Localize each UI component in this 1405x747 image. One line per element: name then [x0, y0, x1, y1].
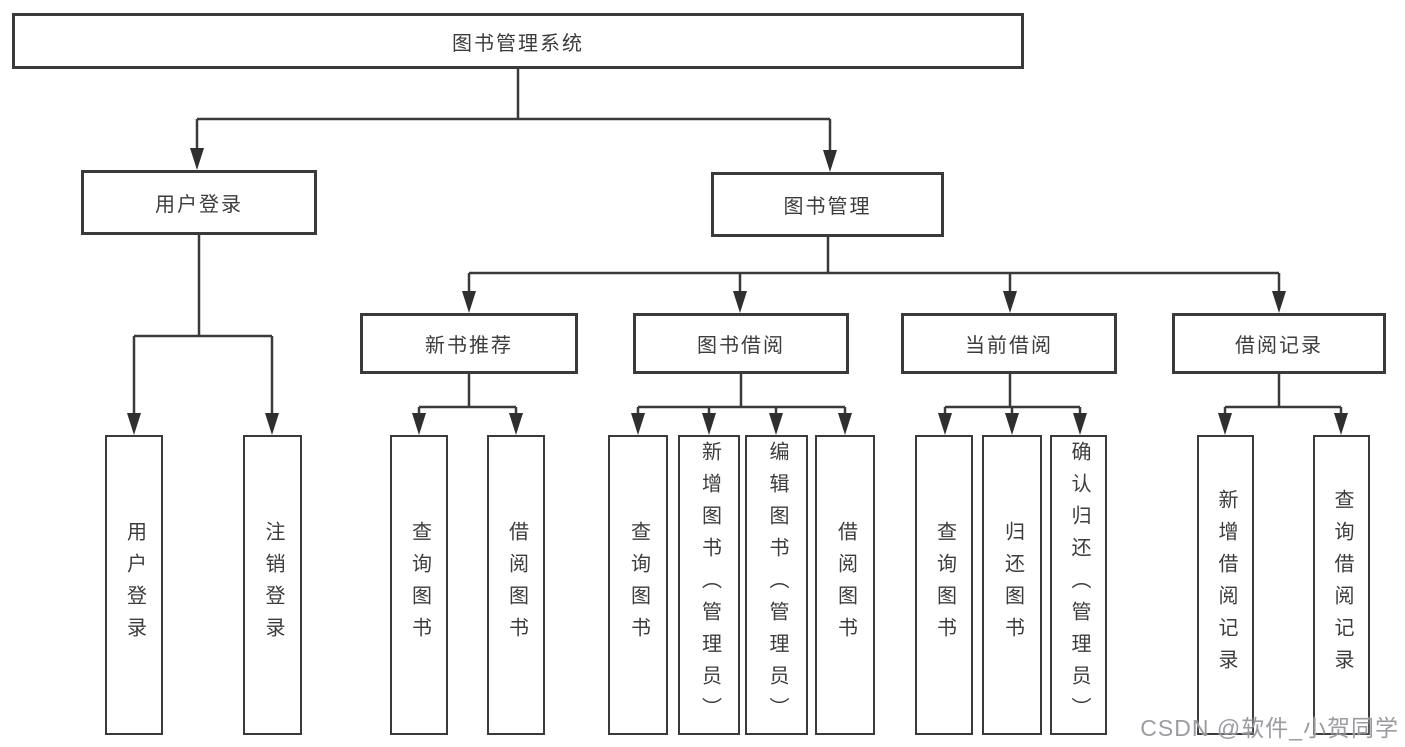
node-current-borrowing: 当前借阅 [901, 313, 1117, 374]
leaf-confirm-return-admin: 确认归还（管理员） [1050, 435, 1107, 735]
node-label: 新书推荐 [425, 335, 513, 357]
leaf-label: 查询图书 [408, 521, 431, 649]
leaf-return-books: 归还图书 [982, 435, 1042, 735]
leaf-add-borrow-record: 新增借阅记录 [1197, 435, 1254, 735]
leaf-label: 新增图书（管理员） [698, 441, 721, 729]
node-label: 图书借阅 [697, 335, 785, 357]
node-label: 借阅记录 [1235, 335, 1323, 357]
leaf-label: 用户登录 [123, 521, 146, 649]
leaf-borrow-books-borrowing: 借阅图书 [815, 435, 875, 735]
node-label: 图书管理系统 [452, 32, 584, 55]
leaf-label: 确认归还（管理员） [1068, 441, 1090, 729]
leaf-label: 查询图书 [933, 521, 956, 649]
leaf-query-books-current: 查询图书 [915, 435, 973, 735]
leaf-label: 注销登录 [262, 521, 284, 649]
arrowheads [127, 148, 1348, 435]
leaf-label: 编辑图书（管理员） [766, 441, 788, 729]
node-library-management-system: 图书管理系统 [12, 13, 1024, 69]
leaf-query-books-borrowing: 查询图书 [608, 435, 668, 735]
leaf-query-borrow-record: 查询借阅记录 [1313, 435, 1370, 735]
node-label: 图书管理 [783, 196, 872, 218]
leaf-label: 查询图书 [627, 521, 650, 649]
node-book-borrowing: 图书借阅 [633, 313, 849, 374]
leaf-add-books-admin: 新增图书（管理员） [678, 435, 740, 735]
leaf-user-login: 用户登录 [105, 435, 163, 735]
node-book-management: 图书管理 [711, 172, 944, 237]
csdn-watermark: CSDN @软件_小贺同学 [1140, 715, 1399, 741]
node-label: 用户登录 [155, 194, 243, 216]
node-label: 当前借阅 [965, 335, 1053, 357]
leaf-label: 查询借阅记录 [1331, 489, 1353, 681]
leaf-label: 新增借阅记录 [1215, 489, 1237, 681]
node-user-login: 用户登录 [81, 170, 317, 235]
node-new-book-recommendation: 新书推荐 [360, 313, 578, 374]
leaf-logout: 注销登录 [243, 435, 302, 735]
leaf-edit-books-admin: 编辑图书（管理员） [745, 435, 808, 735]
leaf-label: 借阅图书 [505, 521, 528, 649]
leaf-label: 借阅图书 [834, 521, 857, 649]
connector-segments [132, 69, 1343, 416]
leaf-query-books-recommend: 查询图书 [390, 435, 448, 735]
node-borrowing-records: 借阅记录 [1172, 313, 1386, 374]
leaf-borrow-books-recommend: 借阅图书 [487, 435, 545, 735]
leaf-label: 归还图书 [1001, 521, 1024, 649]
